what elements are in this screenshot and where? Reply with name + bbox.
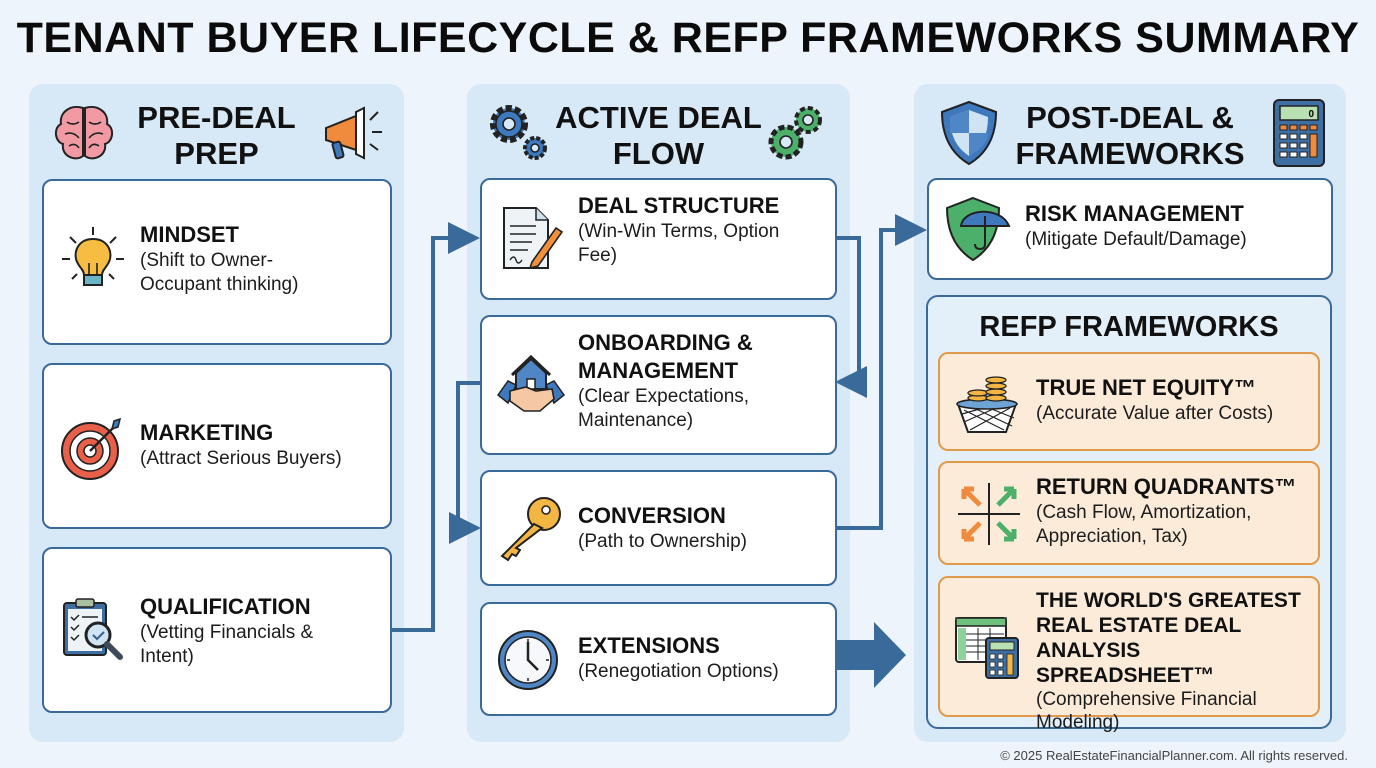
card-subtitle: (Accurate Value after Costs) <box>1036 403 1274 424</box>
target-icon <box>61 417 122 480</box>
card-title: RISK MANAGEMENT <box>1025 201 1244 226</box>
copyright-footer: © 2025 RealEstateFinancialPlanner.com. A… <box>1000 748 1348 763</box>
card-subtitle: (Vetting Financials & Intent) <box>140 622 314 667</box>
card-title: EXTENSIONS <box>578 633 720 658</box>
key-icon <box>500 497 561 562</box>
clock-icon <box>498 630 558 690</box>
card-subtitle: (Renegotiation Options) <box>578 661 779 682</box>
card-subtitle: (Attract Serious Buyers) <box>140 448 342 469</box>
card-subtitle: (Cash Flow, Amortization, Appreciation, … <box>1036 502 1252 547</box>
card-marketing[interactable]: MARKETING (Attract Serious Buyers) <box>42 363 392 529</box>
card-deal-structure[interactable]: DEAL STRUCTURE (Win-Win Terms, Option Fe… <box>480 178 837 300</box>
connector-qualification-to-deal-structure <box>392 222 480 632</box>
column-heading: ACTIVE DEAL FLOW <box>555 100 762 171</box>
card-subtitle: (Shift to Owner- Occupant thinking) <box>140 250 299 295</box>
card-mindset[interactable]: MINDSET (Shift to Owner- Occupant thinki… <box>42 179 392 345</box>
card-title: THE WORLD'S GREATEST REAL ESTATE DEAL AN… <box>1036 589 1301 687</box>
spreadsheet-calculator-icon <box>955 617 1019 679</box>
card-subtitle: (Win-Win Terms, Option Fee) <box>578 221 780 266</box>
calculator-icon: 0 <box>1273 99 1325 167</box>
clipboard-magnifier-icon <box>63 598 123 660</box>
card-title: RETURN QUADRANTS™ <box>1036 474 1297 499</box>
refp-title: REFP FRAMEWORKS <box>979 311 1279 343</box>
contract-pen-icon <box>503 207 564 270</box>
column-heading: PRE-DEAL PREP <box>137 100 296 171</box>
column-pre-deal-prep: PRE-DEAL PREP MINDSET (Shift to Owner- O… <box>29 84 404 742</box>
card-deal-analysis-spreadsheet[interactable]: THE WORLD'S GREATEST REAL ESTATE DEAL AN… <box>938 576 1320 733</box>
refp-frameworks-panel: REFP FRAMEWORKS TRUE NET EQUITY™ (Accura… <box>926 295 1332 733</box>
calculator-display: 0 <box>1308 109 1314 120</box>
gears-green-icon <box>768 106 822 160</box>
lightbulb-icon <box>62 227 124 286</box>
card-subtitle: (Clear Expectations, Maintenance) <box>578 386 750 431</box>
card-qualification[interactable]: QUALIFICATION (Vetting Financials & Inte… <box>42 547 392 713</box>
card-conversion[interactable]: CONVERSION (Path to Ownership) <box>480 470 837 586</box>
gears-blue-icon <box>490 105 547 160</box>
house-handshake-icon <box>496 354 566 412</box>
card-title: TRUE NET EQUITY™ <box>1036 375 1257 400</box>
brain-icon <box>55 106 113 160</box>
card-return-quadrants[interactable]: RETURN QUADRANTS™ (Cash Flow, Amortizati… <box>938 461 1320 565</box>
card-extensions[interactable]: EXTENSIONS (Renegotiation Options) <box>480 602 837 716</box>
page-title: TENANT BUYER LIFECYCLE & REFP FRAMEWORKS… <box>16 14 1360 62</box>
card-subtitle: (Comprehensive Financial Modeling) <box>1036 689 1257 733</box>
card-title: MARKETING <box>140 420 274 445</box>
megaphone-icon <box>325 106 382 160</box>
card-title: DEAL STRUCTURE <box>578 193 780 218</box>
coins-basket-icon <box>956 376 1018 433</box>
column-heading: POST-DEAL & FRAMEWORKS <box>1015 100 1245 171</box>
card-subtitle: (Path to Ownership) <box>578 531 747 552</box>
card-true-net-equity[interactable]: TRUE NET EQUITY™ (Accurate Value after C… <box>938 352 1320 451</box>
card-title: CONVERSION <box>578 503 726 528</box>
column-post-deal-frameworks: POST-DEAL & FRAMEWORKS 0 RISK MANAGEMENT… <box>914 84 1346 742</box>
card-title: MINDSET <box>140 222 239 247</box>
card-title: QUALIFICATION <box>140 594 311 619</box>
card-risk-management[interactable]: RISK MANAGEMENT (Mitigate Default/Damage… <box>927 178 1333 280</box>
column-active-deal-flow: ACTIVE DEAL FLOW DEAL STRUCTURE (Win-Win… <box>467 84 850 742</box>
quadrant-arrows-icon <box>958 483 1020 545</box>
card-onboarding-management[interactable]: ONBOARDING & MANAGEMENT (Clear Expectati… <box>480 315 837 455</box>
card-title: ONBOARDING & MANAGEMENT <box>578 330 753 383</box>
shield-umbrella-icon <box>945 196 1011 262</box>
shield-icon <box>940 100 998 166</box>
card-subtitle: (Mitigate Default/Damage) <box>1025 229 1247 250</box>
